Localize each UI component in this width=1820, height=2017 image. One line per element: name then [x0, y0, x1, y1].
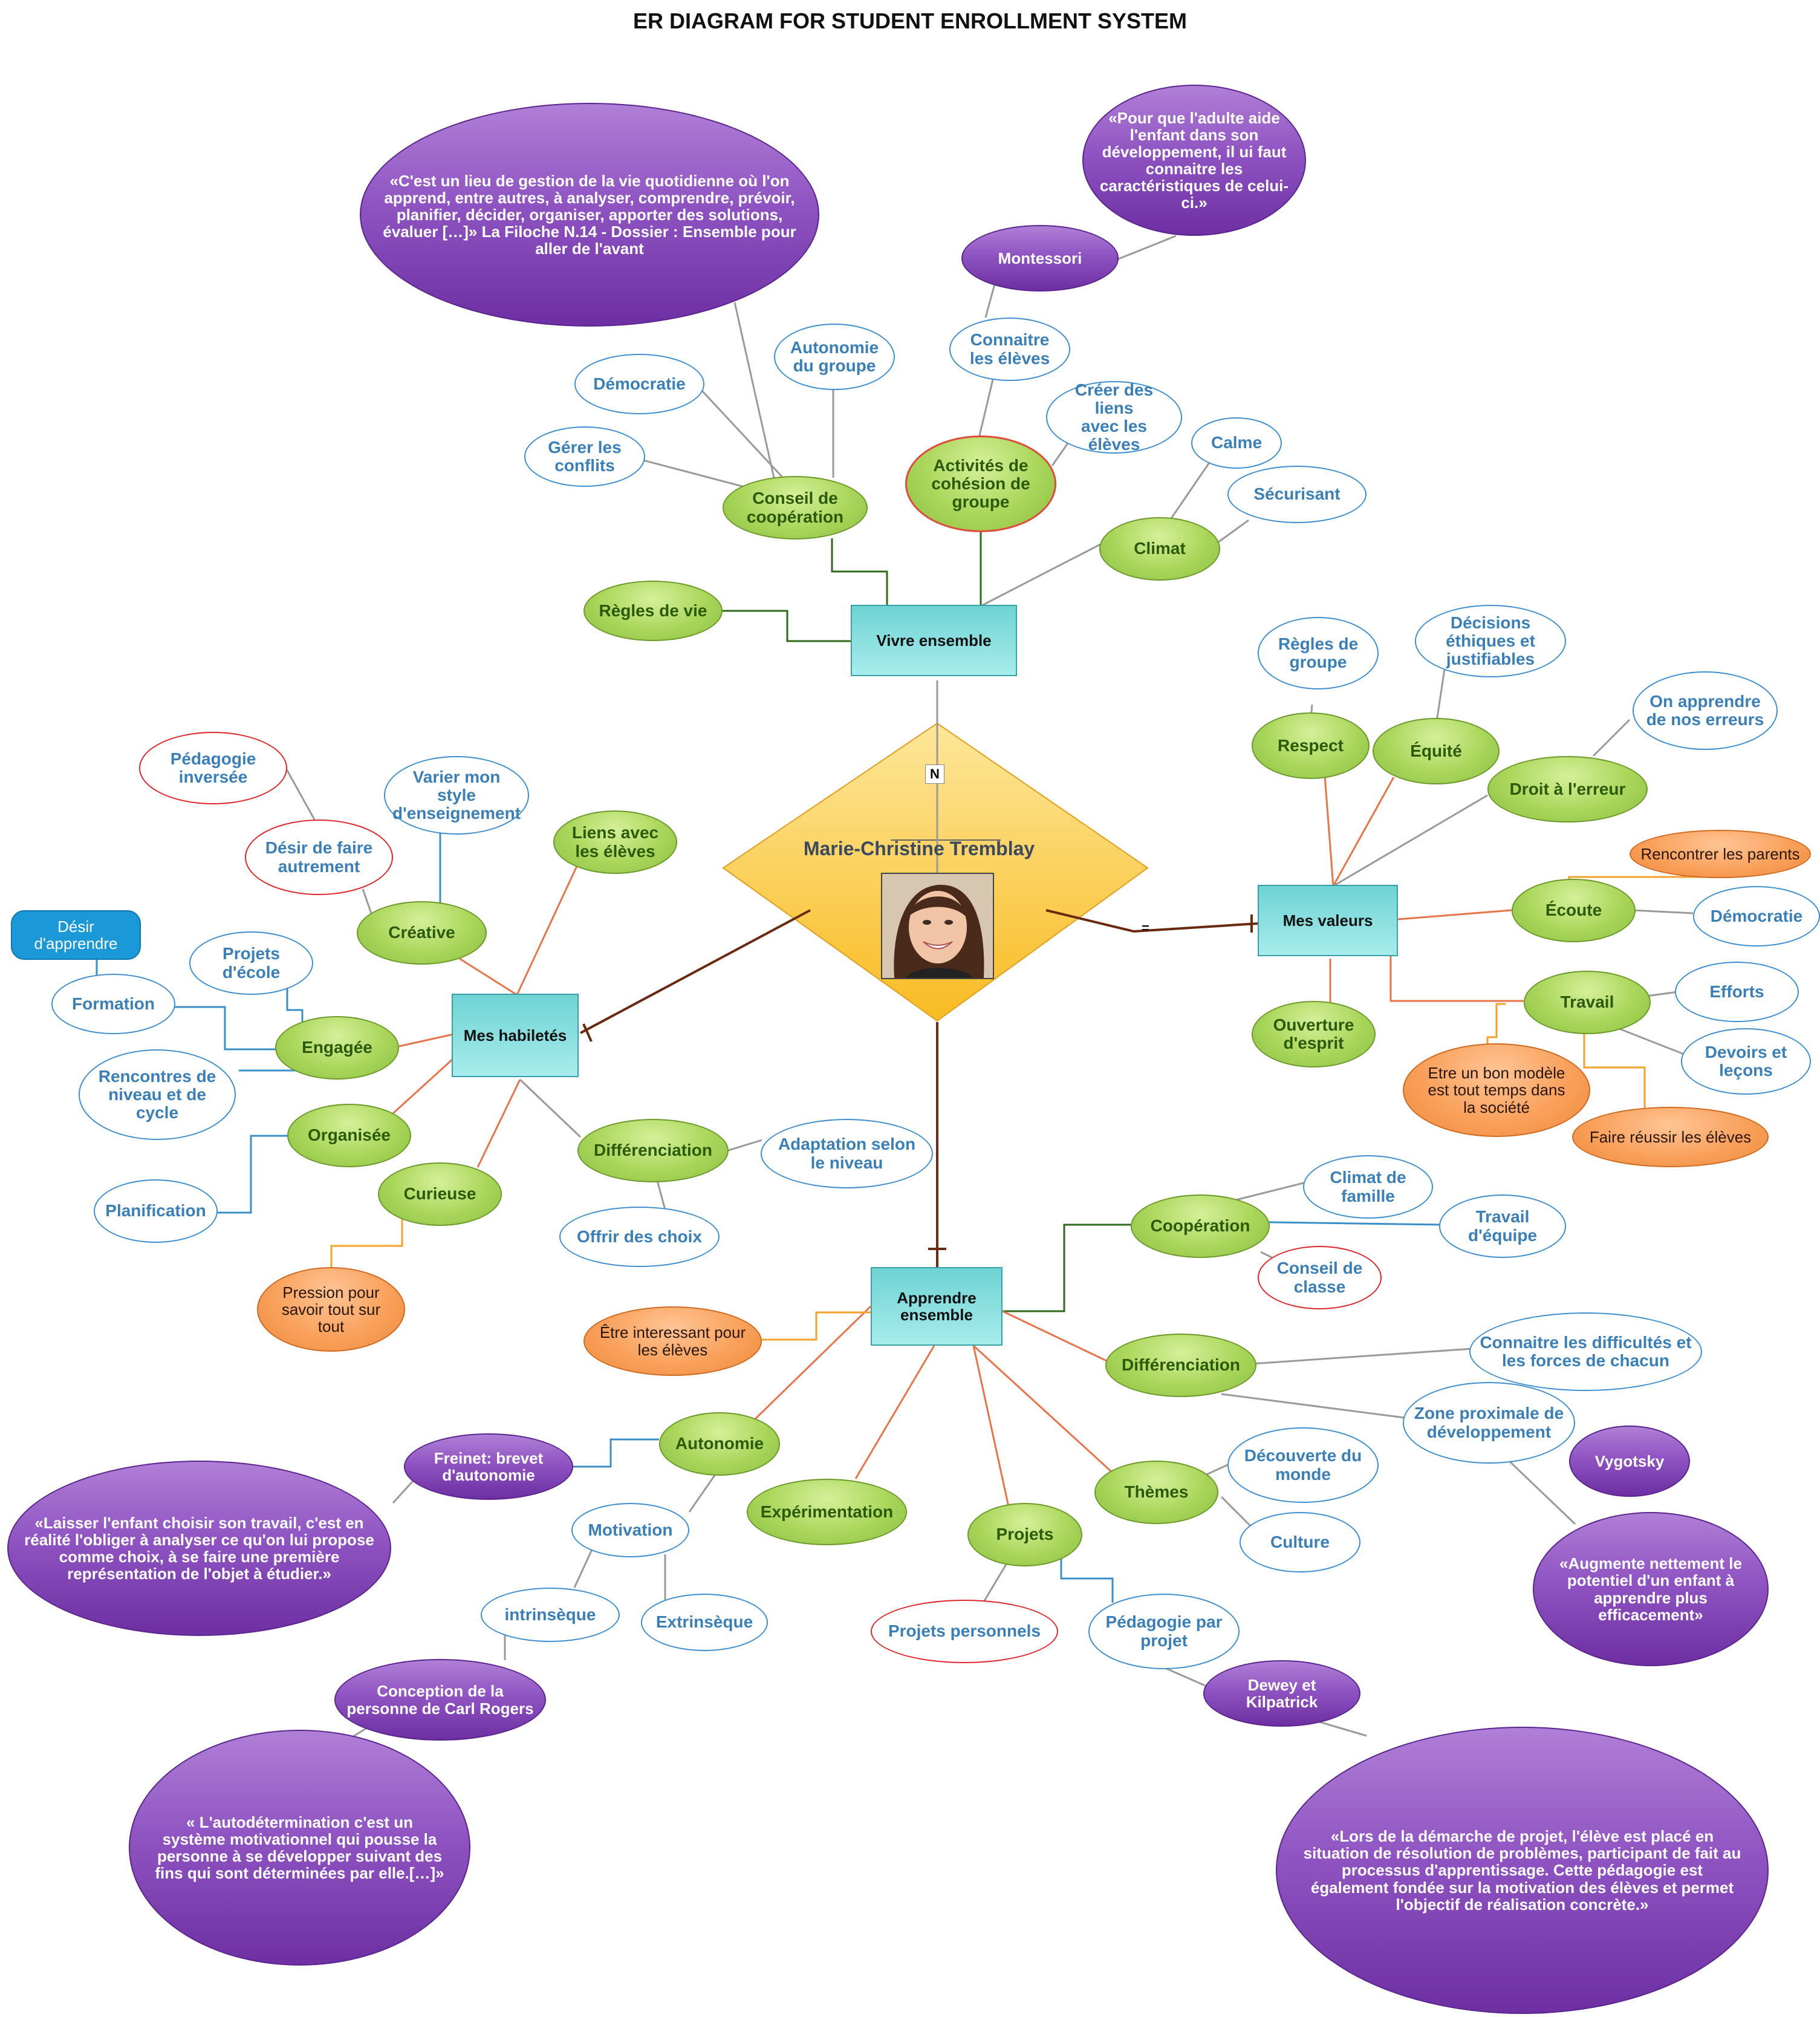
- attr-activites-cohesion[interactable]: Activités de cohésion de groupe: [905, 435, 1056, 532]
- center-connections: [580, 680, 1258, 1268]
- attr-equite[interactable]: Équité: [1373, 718, 1500, 784]
- attr-intrinseque[interactable]: intrinsèque: [481, 1588, 620, 1642]
- attr-desir-faire-autrement[interactable]: Désir de faire autrement: [245, 820, 393, 895]
- attr-themes[interactable]: Thèmes: [1094, 1461, 1218, 1524]
- attr-calme[interactable]: Calme: [1191, 417, 1282, 469]
- quote-lieu-gestion: «C'est un lieu de gestion de la vie quot…: [360, 103, 819, 327]
- attr-respect[interactable]: Respect: [1252, 712, 1370, 779]
- entity-apprendre-ensemble[interactable]: Apprendre ensemble: [871, 1267, 1003, 1346]
- attr-devoirs-lecons[interactable]: Devoirs et leçons: [1681, 1028, 1811, 1095]
- attr-offrir-choix[interactable]: Offrir des choix: [559, 1207, 720, 1267]
- attr-gerer-conflits[interactable]: Gérer les conflits: [524, 426, 645, 487]
- attr-differenciation-apprendre[interactable]: Différenciation: [1105, 1334, 1256, 1397]
- attr-democratie-vivre[interactable]: Démocratie: [574, 354, 704, 414]
- attr-creative[interactable]: Créative: [357, 901, 487, 965]
- attr-formation[interactable]: Formation: [51, 974, 175, 1034]
- relationship-diamond: [722, 722, 1149, 1022]
- quote-rogers: « L'autodétermination c'est un système m…: [129, 1730, 470, 1966]
- attr-organisee[interactable]: Organisée: [287, 1104, 411, 1167]
- attr-conseil-classe[interactable]: Conseil de classe: [1258, 1246, 1382, 1309]
- attr-efforts[interactable]: Efforts: [1675, 962, 1799, 1022]
- attr-experimentation[interactable]: Expérimentation: [747, 1479, 907, 1545]
- attr-ouverture-esprit[interactable]: Ouverture d'esprit: [1252, 1001, 1376, 1067]
- entity-vivre-ensemble[interactable]: Vivre ensemble: [851, 605, 1017, 676]
- attr-curieuse[interactable]: Curieuse: [378, 1162, 502, 1226]
- vivre-branches: [640, 235, 1249, 642]
- apprendre-branches: [344, 1181, 1576, 1743]
- attr-liens-eleves[interactable]: Liens avec les élèves: [553, 810, 677, 874]
- attr-differenciation-habiletes[interactable]: Différenciation: [577, 1119, 729, 1182]
- quote-vygotsky: «Augmente nettement le potentiel d'un en…: [1533, 1512, 1769, 1666]
- attr-pedagogie-projet[interactable]: Pédagogie par projet: [1088, 1594, 1240, 1669]
- attr-desir-apprendre[interactable]: Désir d'apprendre: [11, 910, 141, 960]
- cardinality-label: N: [925, 764, 944, 784]
- center-photo: [881, 873, 994, 979]
- attr-autonomie-groupe[interactable]: Autonomie du groupe: [774, 324, 895, 390]
- portrait-icon: [882, 874, 993, 978]
- attr-regles-groupe[interactable]: Règles de groupe: [1258, 617, 1379, 689]
- attr-climat[interactable]: Climat: [1099, 517, 1220, 581]
- attr-apprendre-erreurs[interactable]: On apprendre de nos erreurs: [1633, 671, 1778, 750]
- attr-travail[interactable]: Travail: [1524, 971, 1651, 1034]
- attr-conseil-cooperation[interactable]: Conseil de coopération: [723, 476, 868, 539]
- attr-securisant[interactable]: Sécurisant: [1227, 466, 1367, 523]
- center-person-name: Marie-Christine Tremblay: [803, 838, 1035, 859]
- attr-connaitre-difficultes[interactable]: Connaitre les difficultés et les forces …: [1469, 1312, 1702, 1391]
- attr-projets-ecole[interactable]: Projets d'école: [189, 931, 313, 995]
- attr-cooperation[interactable]: Coopération: [1131, 1194, 1270, 1258]
- attr-projets[interactable]: Projets: [967, 1503, 1082, 1566]
- diagram-title: ER DIAGRAM FOR STUDENT ENROLLMENT SYSTEM: [633, 8, 1187, 33]
- attr-engagee[interactable]: Engagée: [275, 1016, 399, 1080]
- attr-travail-equipe[interactable]: Travail d'équipe: [1439, 1194, 1566, 1258]
- attr-montessori[interactable]: Montessori: [961, 225, 1119, 292]
- attr-rencontrer-parents[interactable]: Rencontrer les parents: [1630, 830, 1811, 878]
- attr-droit-erreur[interactable]: Droit à l'erreur: [1487, 756, 1648, 823]
- quote-freinet: «Laisser l'enfant choisir son travail, c…: [7, 1461, 391, 1636]
- attr-varier-style[interactable]: Varier mon style d'enseignement: [384, 756, 529, 835]
- attr-projets-personnels[interactable]: Projets personnels: [871, 1600, 1058, 1663]
- attr-planification[interactable]: Planification: [94, 1179, 218, 1243]
- attr-motivation[interactable]: Motivation: [571, 1503, 689, 1557]
- attr-freinet-brevet[interactable]: Freinet: brevet d'autonomie: [404, 1433, 573, 1500]
- quote-adulte-aide: «Pour que l'adulte aide l'enfant dans so…: [1082, 85, 1306, 236]
- attr-connaitre-eleves[interactable]: Connaitre les élèves: [949, 318, 1070, 381]
- attr-pedagogie-inversee[interactable]: Pédagogie inversée: [139, 732, 287, 804]
- attr-decisions-ethiques[interactable]: Décisions éthiques et justifiables: [1415, 605, 1566, 677]
- entity-mes-valeurs[interactable]: Mes valeurs: [1258, 885, 1398, 956]
- quote-dewey: «Lors de la démarche de projet, l'élève …: [1276, 1727, 1769, 2014]
- attr-carl-rogers[interactable]: Conception de la personne de Carl Rogers: [334, 1659, 546, 1741]
- attr-climat-famille[interactable]: Climat de famille: [1303, 1155, 1433, 1219]
- attr-bon-modele[interactable]: Etre un bon modèle est tout temps dans l…: [1403, 1043, 1590, 1137]
- attr-adaptation-niveau[interactable]: Adaptation selon le niveau: [761, 1119, 933, 1188]
- attr-faire-reussir[interactable]: Faire réussir les élèves: [1572, 1107, 1769, 1167]
- attr-dewey-kilpatrick[interactable]: Dewey et Kilpatrick: [1203, 1660, 1360, 1727]
- habiletes-branches: [96, 764, 762, 1267]
- attr-zone-proximale[interactable]: Zone proximale de développement: [1403, 1382, 1575, 1464]
- attr-etre-interessant[interactable]: Être interessant pour les élèves: [583, 1306, 762, 1376]
- attr-democratie-valeurs[interactable]: Démocratie: [1693, 886, 1820, 947]
- equality-mark: =: [1142, 921, 1149, 936]
- attr-pression-savoir[interactable]: Pression pour savoir tout sur tout: [257, 1267, 405, 1352]
- attr-culture[interactable]: Culture: [1240, 1512, 1360, 1572]
- attr-creer-liens[interactable]: Créer des liens avec les élèves: [1046, 380, 1182, 454]
- entity-mes-habiletes[interactable]: Mes habiletés: [452, 994, 579, 1077]
- attr-extrinseque[interactable]: Extrinsèque: [641, 1594, 768, 1651]
- attr-ecoute[interactable]: Écoute: [1512, 879, 1636, 942]
- valeurs-branches: [1308, 665, 1717, 1110]
- attr-rencontres-niveau[interactable]: Rencontres de niveau et de cycle: [79, 1049, 236, 1140]
- attr-regles-vie[interactable]: Règles de vie: [583, 581, 723, 641]
- attr-autonomie[interactable]: Autonomie: [659, 1412, 780, 1476]
- attr-decouverte-monde[interactable]: Découverte du monde: [1227, 1427, 1379, 1503]
- attr-vygotsky[interactable]: Vygotsky: [1569, 1426, 1690, 1497]
